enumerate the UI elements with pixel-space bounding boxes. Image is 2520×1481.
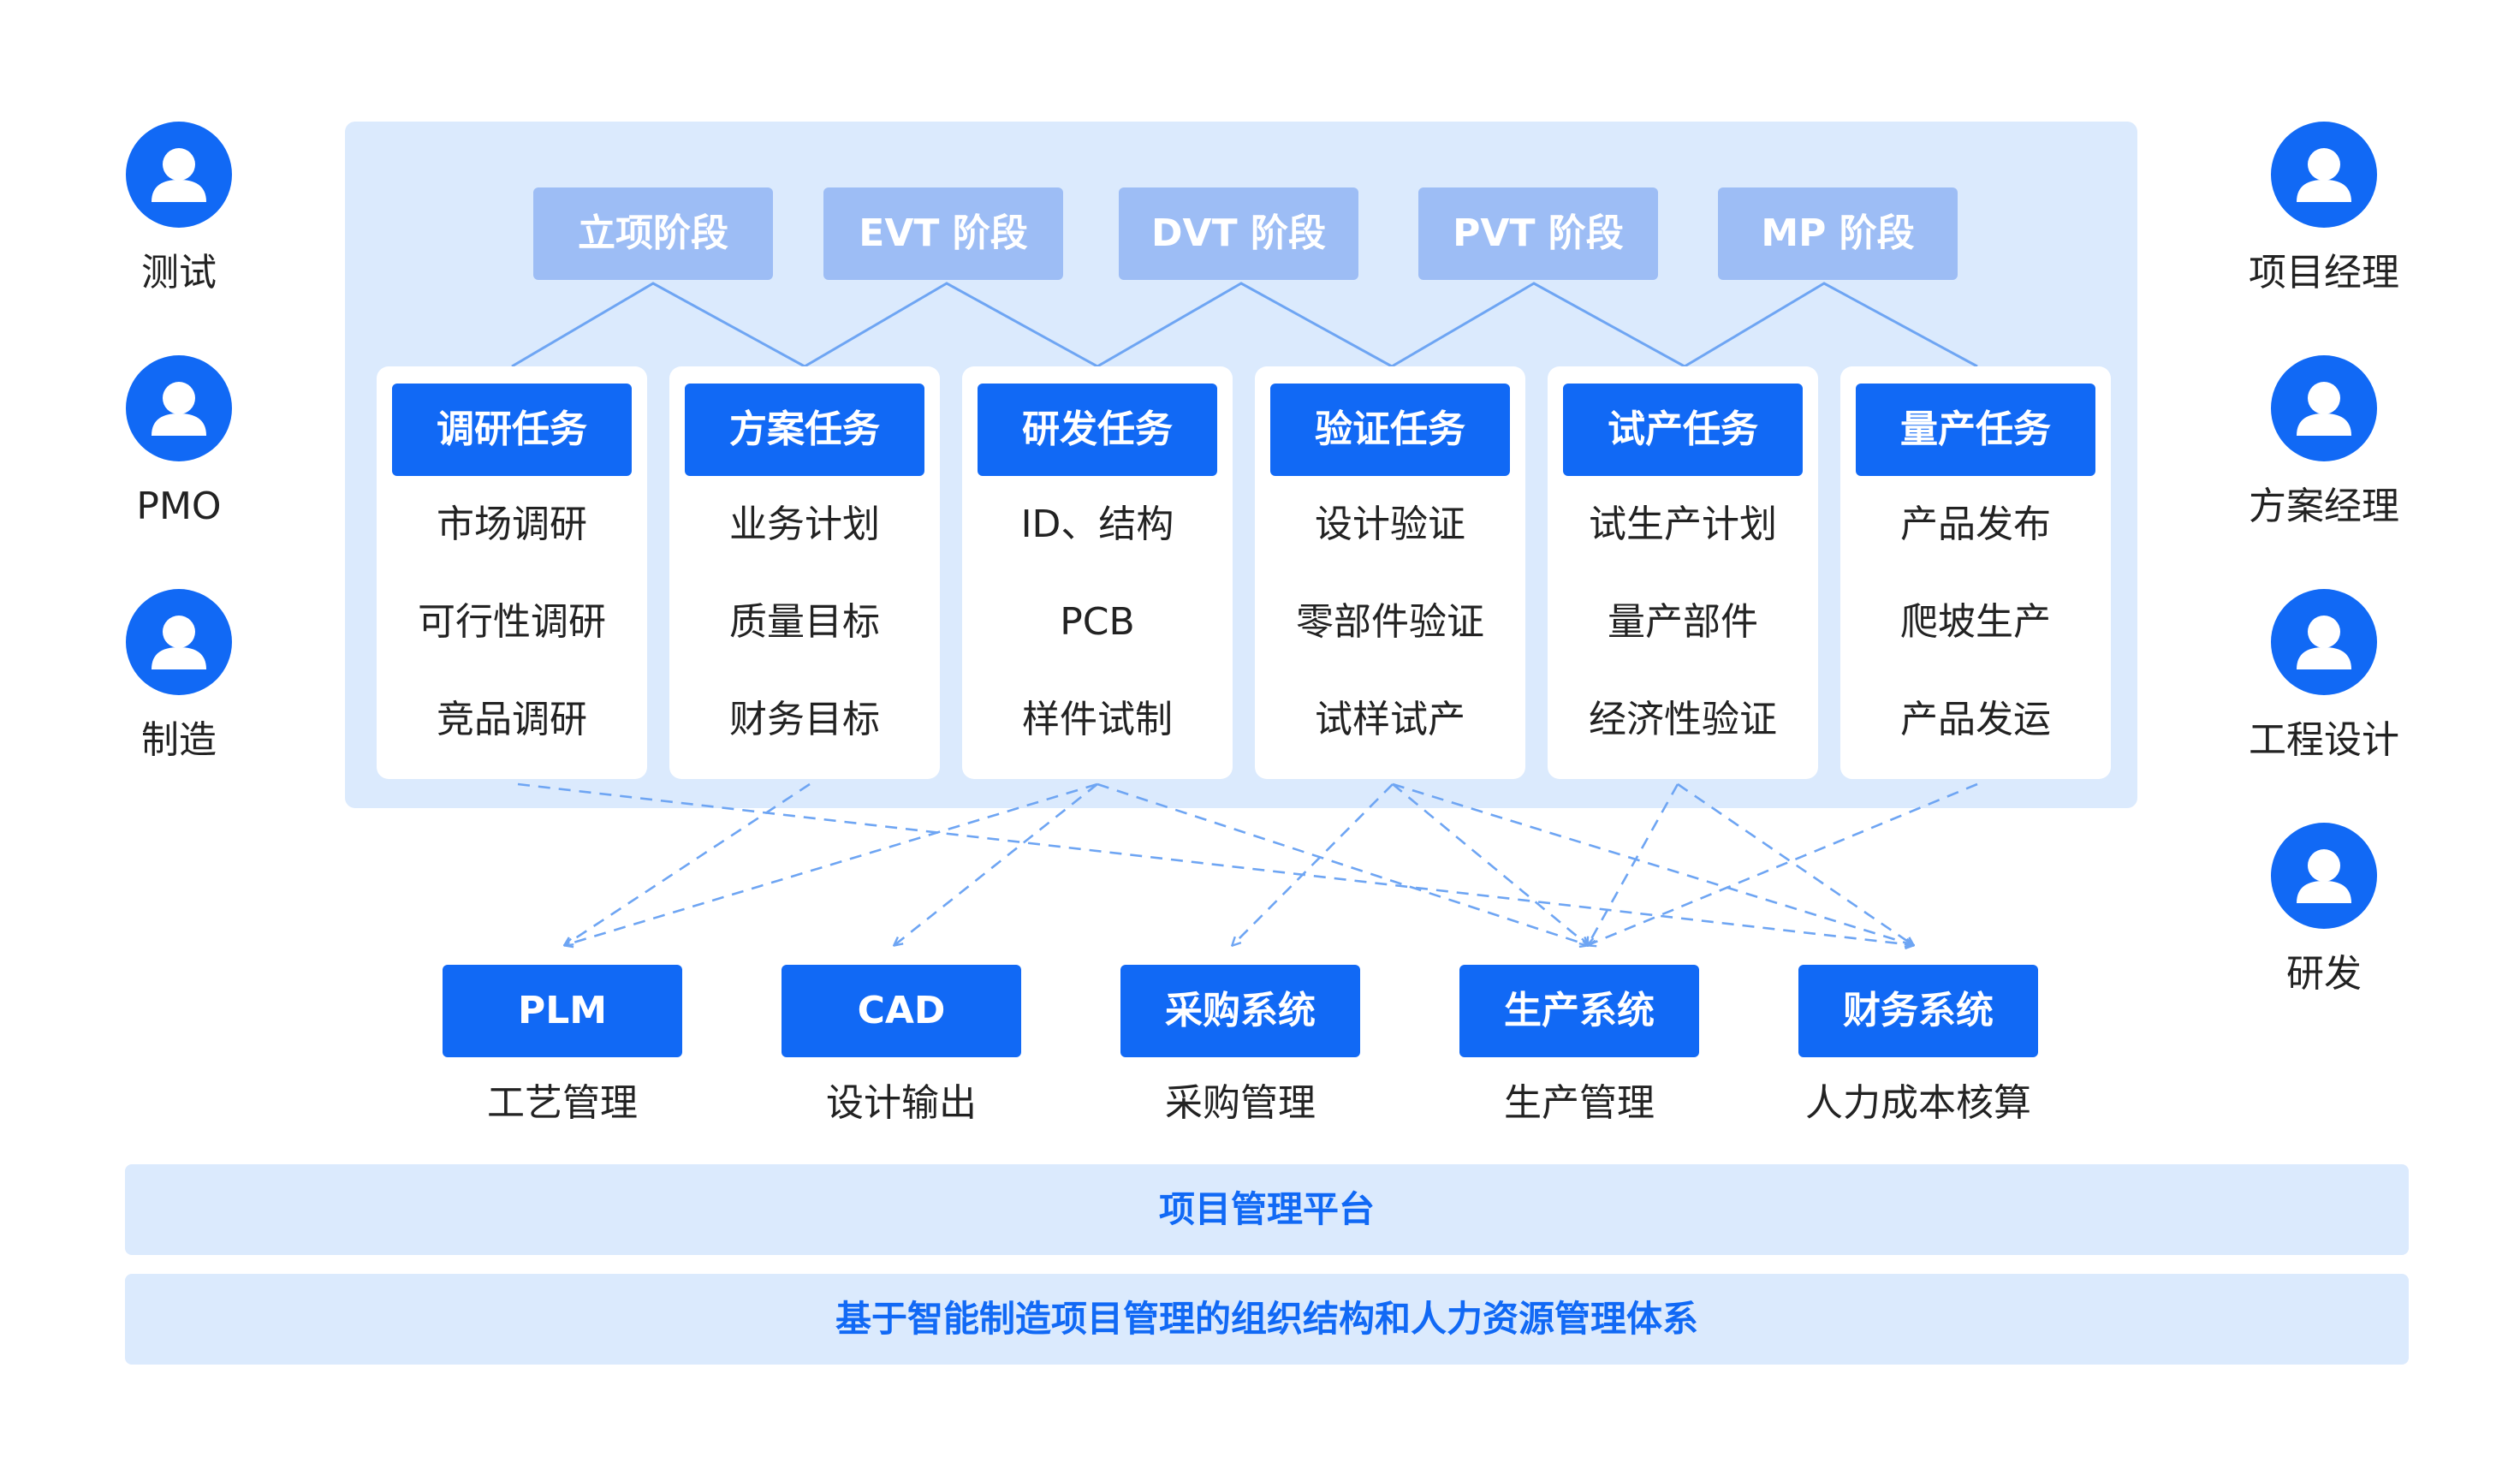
task-card-research: 调研任务 市场调研 可行性调研 竞品调研	[377, 366, 647, 779]
task-card-verification: 验证任务 设计验证 零部件验证 试样试产	[1255, 366, 1525, 779]
system-label: 人力成本核算	[1805, 1081, 2031, 1125]
task-item: 质量目标	[729, 600, 880, 644]
task-item: 产品发布	[1900, 503, 2051, 546]
role-name: PMO	[136, 485, 222, 528]
task-title: 研发任务	[978, 384, 1217, 476]
task-item: 试样试产	[1315, 698, 1465, 741]
task-item: 财务目标	[729, 698, 880, 741]
task-item: ID、结构	[1020, 503, 1174, 546]
system-production: 生产系统	[1459, 965, 1699, 1057]
system-cad: CAD	[782, 965, 1021, 1057]
stage-initiation: 立项阶段	[533, 187, 773, 280]
task-title: 调研任务	[392, 384, 632, 476]
role-name: 项目经理	[2249, 251, 2399, 294]
role-name: 测试	[141, 251, 217, 294]
role-manufacturing: 制造	[93, 589, 264, 762]
task-item: 经济性验证	[1589, 698, 1777, 741]
foundation-bar: 基于智能制造项目管理的组织结构和人力资源管理体系	[125, 1274, 2409, 1365]
user-icon	[2271, 355, 2377, 461]
user-icon	[2271, 122, 2377, 228]
task-item: 样件试制	[1022, 698, 1173, 741]
task-item: 爬坡生产	[1900, 600, 2051, 644]
stage-dvt: DVT 阶段	[1119, 187, 1358, 280]
task-title: 方案任务	[685, 384, 924, 476]
system-label: 工艺管理	[487, 1081, 638, 1125]
task-card-mass-production: 量产任务 产品发布 爬坡生产 产品发运	[1840, 366, 2111, 779]
task-card-trial-production: 试产任务 试生产计划 量产部件 经济性验证	[1548, 366, 1818, 779]
user-icon	[126, 355, 232, 461]
stage-mp: MP 阶段	[1718, 187, 1958, 280]
role-rnd: 研发	[2238, 823, 2410, 996]
role-project-manager: 项目经理	[2238, 122, 2410, 294]
system-label: 生产管理	[1504, 1081, 1655, 1125]
task-item: 竞品调研	[437, 698, 587, 741]
role-name: 研发	[2286, 952, 2362, 996]
role-test: 测试	[93, 122, 264, 294]
task-item: 量产部件	[1608, 600, 1758, 644]
role-pmo: PMO	[93, 355, 264, 528]
task-card-rnd: 研发任务 ID、结构 PCB 样件试制	[962, 366, 1233, 779]
task-item: 试生产计划	[1589, 503, 1777, 546]
system-label: 设计输出	[826, 1081, 977, 1125]
system-finance: 财务系统	[1798, 965, 2038, 1057]
task-item: 设计验证	[1315, 503, 1465, 546]
task-title: 试产任务	[1563, 384, 1803, 476]
system-plm: PLM	[443, 965, 682, 1057]
role-solution-manager: 方案经理	[2238, 355, 2410, 528]
task-item: 零部件验证	[1296, 600, 1484, 644]
role-name: 制造	[141, 718, 217, 762]
user-icon	[2271, 823, 2377, 929]
task-card-solution: 方案任务 业务计划 质量目标 财务目标	[669, 366, 940, 779]
role-engineering-design: 工程设计	[2238, 589, 2410, 762]
stage-evt: EVT 阶段	[823, 187, 1063, 280]
system-procurement: 采购系统	[1120, 965, 1360, 1057]
task-item: 可行性调研	[418, 600, 606, 644]
user-icon	[126, 589, 232, 695]
stage-zigzag	[511, 282, 1978, 368]
system-label: 采购管理	[1165, 1081, 1316, 1125]
role-name: 方案经理	[2249, 485, 2399, 528]
task-title: 验证任务	[1270, 384, 1510, 476]
task-item: 产品发运	[1900, 698, 2051, 741]
user-icon	[2271, 589, 2377, 695]
task-item: 业务计划	[729, 503, 880, 546]
platform-bar: 项目管理平台	[125, 1164, 2409, 1255]
user-icon	[126, 122, 232, 228]
task-item: PCB	[1060, 600, 1135, 644]
stage-pvt: PVT 阶段	[1418, 187, 1658, 280]
task-item: 市场调研	[437, 503, 587, 546]
role-name: 工程设计	[2249, 718, 2399, 762]
task-title: 量产任务	[1856, 384, 2095, 476]
